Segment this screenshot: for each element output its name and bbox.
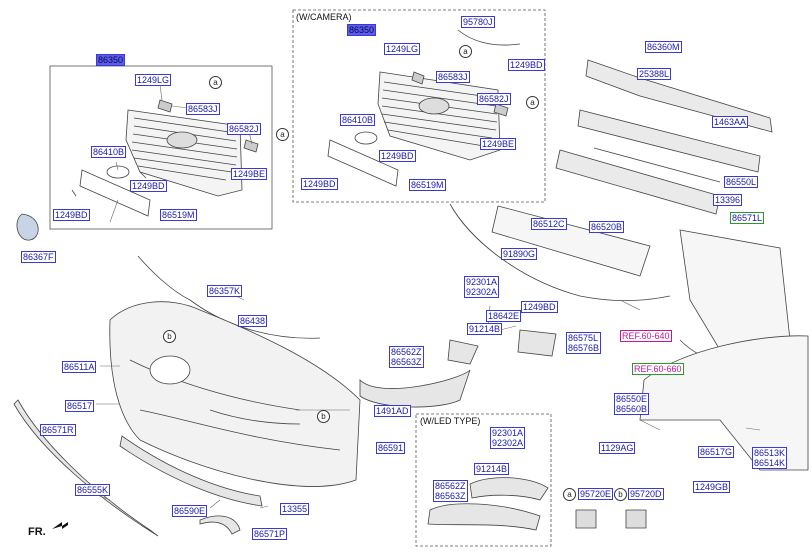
legend-callout-b: b xyxy=(614,488,627,501)
front-direction-label: FR. xyxy=(28,526,46,538)
part-label-1249lg-left[interactable]: 1249LG xyxy=(135,74,172,86)
part-label-1129ag[interactable]: 1129AG xyxy=(599,442,636,454)
part-label-86571r[interactable]: 86571R xyxy=(40,424,76,436)
part-label-86520b[interactable]: 86520B xyxy=(589,221,625,233)
callout-b-bumper2: b xyxy=(317,410,330,423)
part-label-18642e[interactable]: 18642E xyxy=(486,310,522,322)
part-label-86571p[interactable]: 86571P xyxy=(252,528,288,540)
part-label-91890g[interactable]: 91890G xyxy=(501,248,538,260)
led-variant-title: (W/LED TYPE) xyxy=(420,416,481,426)
part-label-1249be-camera[interactable]: 1249BE xyxy=(480,138,517,150)
part-label-13355[interactable]: 13355 xyxy=(280,503,310,515)
part-label-91214b[interactable]: 91214B xyxy=(467,323,503,335)
camera-variant-title: (W/CAMERA) xyxy=(296,12,352,22)
part-label-91214b-led[interactable]: 91214B xyxy=(474,463,510,475)
radiator-grille-left xyxy=(16,99,259,241)
part-label-86438[interactable]: 86438 xyxy=(238,315,268,327)
part-label-86367f[interactable]: 86367F xyxy=(21,251,56,263)
part-label-1463aa[interactable]: 1463AA xyxy=(712,116,749,128)
ref-60-640[interactable]: REF.60-640 xyxy=(620,330,672,342)
part-label-86517g[interactable]: 86517G xyxy=(698,446,735,458)
part-label-86517[interactable]: 86517 xyxy=(65,400,95,412)
part-label-13396[interactable]: 13396 xyxy=(713,194,743,206)
part-label-86591[interactable]: 86591 xyxy=(376,442,406,454)
part-label-86590e[interactable]: 86590E xyxy=(172,505,208,517)
part-label-86555k[interactable]: 86555K xyxy=(75,484,111,496)
part-label-95780j[interactable]: 95780J xyxy=(461,16,495,28)
part-label-86550l[interactable]: 86550L xyxy=(724,176,759,188)
part-label-86582j-left[interactable]: 86582J xyxy=(227,123,261,135)
part-label-86511a[interactable]: 86511A xyxy=(62,361,97,373)
part-label-95720d[interactable]: 95720D xyxy=(628,488,664,500)
part-label-86512c[interactable]: 86512C xyxy=(531,218,567,230)
callout-a-camera2: a xyxy=(526,96,539,109)
part-label-86350-camera[interactable]: 86350 xyxy=(347,24,377,36)
part-label-1249bd-camera0[interactable]: 1249BD xyxy=(508,59,545,71)
part-label-86519m-left[interactable]: 86519M xyxy=(160,209,197,221)
callout-a-camera1: a xyxy=(459,45,472,58)
part-label-1249bd-camera2[interactable]: 1249BD xyxy=(301,178,338,190)
part-label-1249bd-left1[interactable]: 1249BD xyxy=(130,180,167,192)
part-label-86410b-camera[interactable]: 86410B xyxy=(340,114,376,126)
part-label-86410b-left[interactable]: 86410B xyxy=(91,146,127,158)
callout-b-bumper1: b xyxy=(163,330,176,343)
part-label-1249bd-lamp[interactable]: 1249BD xyxy=(521,301,558,313)
part-label-1249lg-camera[interactable]: 1249LG xyxy=(384,43,421,55)
part-label-1249bd-left2[interactable]: 1249BD xyxy=(53,209,90,221)
front-arrow-icon xyxy=(52,522,68,529)
radiator-grille-camera xyxy=(327,29,521,187)
part-label-86360m[interactable]: 86360M xyxy=(645,41,682,53)
part-label-25388l[interactable]: 25388L xyxy=(637,68,672,80)
part-label-86519m-camera[interactable]: 86519M xyxy=(409,179,446,191)
part-label-95720e[interactable]: 95720E xyxy=(578,488,614,500)
part-label-86357k[interactable]: 86357K xyxy=(207,285,243,297)
part-label-86350-left[interactable]: 86350 xyxy=(96,54,126,66)
front-bumper xyxy=(13,255,647,537)
part-label-1249gb[interactable]: 1249GB xyxy=(693,481,731,493)
part-label-86583j-camera[interactable]: 86583J xyxy=(436,71,470,83)
callout-a-left1: a xyxy=(209,76,222,89)
part-label-86571l[interactable]: 86571L xyxy=(730,212,765,224)
callout-a-left2: a xyxy=(276,128,289,141)
part-label-1491ad[interactable]: 1491AD xyxy=(374,405,411,417)
part-label-86583j-left[interactable]: 86583J xyxy=(186,103,220,115)
part-label-86582j-camera[interactable]: 86582J xyxy=(477,93,511,105)
part-label-1249bd-camera1[interactable]: 1249BD xyxy=(379,150,416,162)
legend-callout-a: a xyxy=(563,488,576,501)
part-label-1249be-left[interactable]: 1249BE xyxy=(231,168,268,180)
ref-60-660[interactable]: REF.60-660 xyxy=(632,363,684,375)
